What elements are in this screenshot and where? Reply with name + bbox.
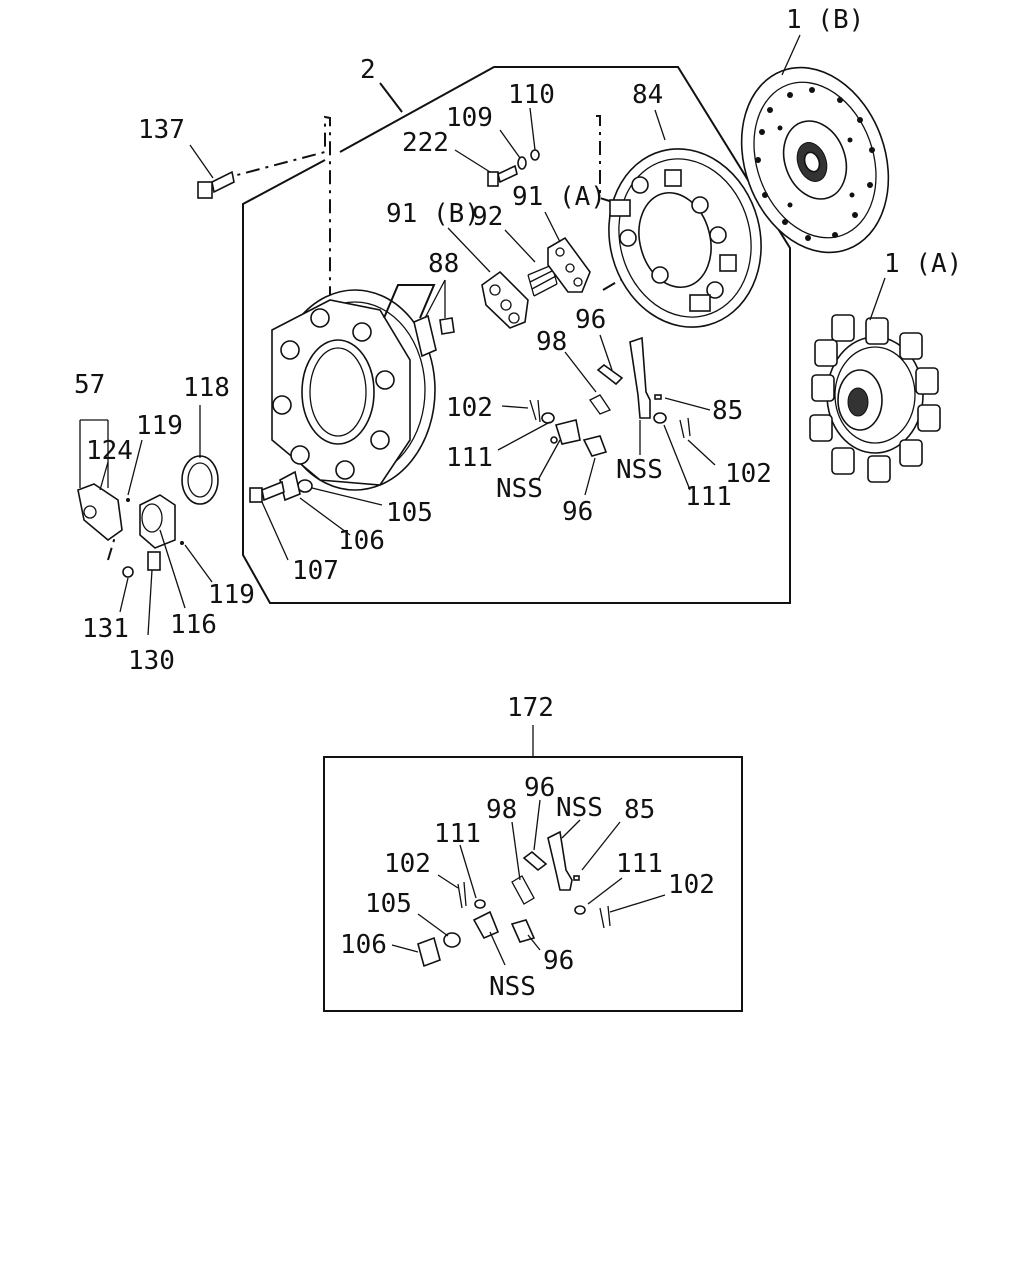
release-bearing-group (77, 455, 219, 578)
label-124: 124 (86, 436, 133, 466)
label-98-b: 98 (486, 795, 517, 825)
label-96-c: 96 (524, 773, 555, 803)
label-111-d: 111 (616, 849, 663, 879)
part-88 (413, 314, 455, 358)
part-109-washer (517, 156, 527, 170)
label-96-d: 96 (543, 946, 574, 976)
clutch-disc-1b (740, 66, 890, 254)
part-91a (547, 236, 591, 293)
label-91b: 91 (B) (386, 199, 480, 229)
label-85-b: 85 (624, 795, 655, 825)
label-106-b: 106 (340, 930, 387, 960)
label-111-b: 111 (685, 482, 732, 512)
part-labels: 2 1 (B) 137 110 109 84 222 91 (B) 92 91 … (74, 5, 962, 1002)
label-109: 109 (446, 103, 493, 133)
inset-box-172 (323, 725, 743, 1012)
part-137-bolt (197, 170, 235, 199)
label-110: 110 (508, 80, 555, 110)
label-119-a: 119 (136, 411, 183, 441)
label-88: 88 (428, 249, 459, 279)
label-92: 92 (472, 202, 503, 232)
label-102-d: 102 (668, 870, 715, 900)
leader-lines (79, 34, 886, 636)
label-137: 137 (138, 115, 185, 145)
pressure-plate-84 (608, 148, 762, 328)
label-96-b: 96 (562, 497, 593, 527)
label-2: 2 (360, 55, 376, 85)
part-91b (481, 270, 529, 329)
label-118: 118 (183, 373, 230, 403)
label-105-a: 105 (386, 498, 433, 528)
label-nss-c: NSS (556, 793, 603, 823)
parts-105-106-107 (249, 470, 313, 503)
label-1a: 1 (A) (884, 249, 962, 279)
label-nss-b: NSS (496, 474, 543, 504)
label-130: 130 (128, 646, 175, 676)
assembly-frame-2 (242, 66, 791, 604)
label-91a: 91 (A) (512, 182, 606, 212)
label-84: 84 (632, 80, 663, 110)
label-111-c: 111 (434, 819, 481, 849)
label-222: 222 (402, 128, 449, 158)
label-102-a: 102 (446, 393, 493, 423)
clutch-cover-assembly (271, 284, 436, 491)
label-nss-a: NSS (616, 455, 663, 485)
label-102-b: 102 (725, 459, 772, 489)
label-107: 107 (292, 556, 339, 586)
label-111-a: 111 (446, 443, 493, 473)
label-172: 172 (507, 693, 554, 723)
label-116: 116 (170, 610, 217, 640)
part-222-bolt (487, 164, 518, 187)
part-110-nut (530, 149, 540, 161)
label-106-a: 106 (338, 526, 385, 556)
clutch-disc-1a (809, 314, 941, 483)
label-98-a: 98 (536, 327, 567, 357)
label-102-c: 102 (384, 849, 431, 879)
label-57: 57 (74, 370, 105, 400)
label-nss-d: NSS (489, 972, 536, 1002)
label-119-b: 119 (208, 580, 255, 610)
label-131: 131 (82, 614, 129, 644)
label-1b: 1 (B) (786, 5, 864, 35)
release-lever-parts (529, 336, 691, 457)
label-96-a: 96 (575, 305, 606, 335)
label-85-a: 85 (712, 396, 743, 426)
label-105-b: 105 (365, 889, 412, 919)
